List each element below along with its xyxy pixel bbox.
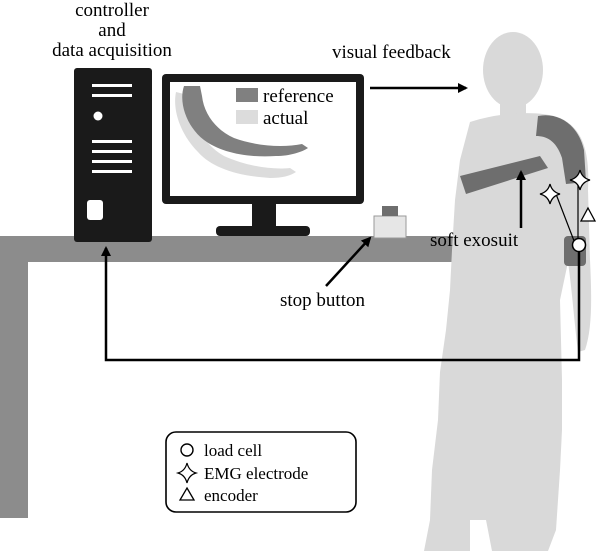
emg-electrode-legend-icon [175,462,199,484]
tower-case [74,68,152,242]
tower-vent [92,140,132,143]
load-cell-legend-icon [180,443,194,457]
exosuit-chest-strap [460,156,548,194]
person-body [424,113,592,551]
sensor-legend: load cell EMG electrode encoder [165,431,357,513]
drive-slot-icon [87,200,103,220]
monitor: reference actual [162,74,364,236]
desk-leg-left [0,262,28,518]
power-led-icon [93,111,103,121]
reference-label: reference [263,86,334,107]
stop-button-label: stop button [280,290,365,311]
tower-vent [92,160,132,163]
encoder-legend-icon [178,486,196,501]
legend-item-label: load cell [204,441,262,460]
legend-box [165,431,357,513]
actual-swatch [236,110,258,124]
actual-label: actual [263,108,308,129]
controller-label-line1: controller [75,0,150,21]
exosuit-shoulder-strap [536,115,586,184]
legend-item-label: EMG electrode [204,464,308,483]
visual-feedback-label: visual feedback [332,42,451,63]
tower-vent [92,84,132,87]
actual-arm-icon [175,92,296,178]
stop-button-device [373,206,407,239]
encoder-icon [579,206,596,222]
load-cell-icon [571,237,587,253]
person-head [483,32,543,108]
soft-exosuit-label: soft exosuit [430,230,519,251]
data-feedback-loop-arrow [101,246,581,362]
emg-electrode-2-icon [569,169,591,191]
computer-tower [74,68,152,242]
reference-swatch [236,88,258,102]
sensor-cable [555,193,577,247]
legend-item-label: encoder [204,486,258,505]
controller-label-line3: data acquisition [52,40,172,61]
stop-button-arrow [325,236,372,287]
monitor-stand [216,226,310,236]
sensors [539,169,596,253]
monitor-neck [252,204,276,226]
tower-vent [92,170,132,173]
stop-button-cap [382,206,398,216]
person-silhouette [424,32,592,551]
tower-vent [92,150,132,153]
emg-electrode-1-icon [539,183,561,205]
reference-arm-icon [182,86,308,157]
tower-vent [92,94,132,97]
stop-button-base [373,215,407,239]
controller-label-line2: and [98,20,126,41]
